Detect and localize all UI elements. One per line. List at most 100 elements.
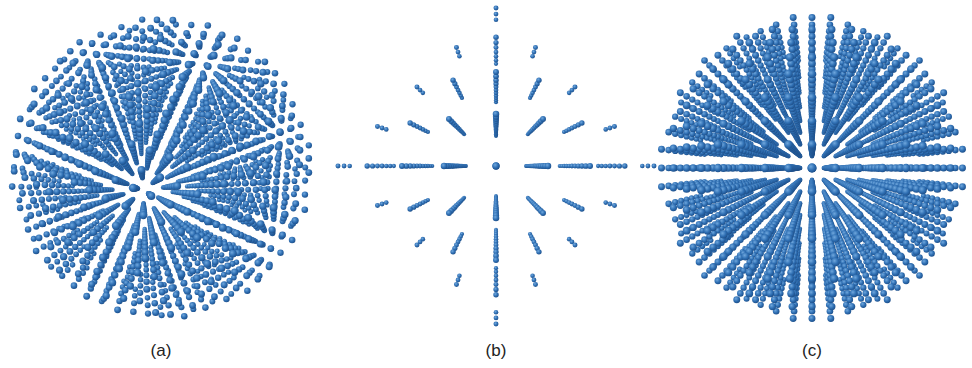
atom bbox=[264, 198, 270, 204]
atom bbox=[9, 183, 16, 190]
atom bbox=[102, 74, 109, 81]
atom bbox=[263, 172, 270, 179]
atom bbox=[72, 244, 78, 250]
atom bbox=[132, 293, 138, 299]
atom bbox=[243, 113, 250, 120]
atom bbox=[272, 70, 279, 77]
atom bbox=[89, 40, 96, 47]
atom bbox=[132, 44, 139, 51]
atom bbox=[111, 272, 118, 279]
atom bbox=[228, 291, 234, 297]
atom bbox=[134, 262, 141, 269]
atom bbox=[293, 185, 300, 192]
atom bbox=[25, 137, 32, 144]
atom bbox=[67, 106, 73, 112]
atom bbox=[231, 269, 238, 276]
atom bbox=[166, 59, 173, 66]
atom bbox=[88, 72, 95, 79]
atom bbox=[158, 304, 164, 310]
atom bbox=[198, 290, 205, 297]
atom bbox=[117, 258, 124, 265]
atom bbox=[68, 156, 75, 163]
atom bbox=[259, 69, 266, 76]
atom bbox=[33, 181, 40, 188]
atom bbox=[217, 204, 224, 211]
atom bbox=[268, 226, 275, 233]
atom bbox=[56, 151, 63, 158]
atom bbox=[190, 50, 197, 57]
atom bbox=[175, 300, 182, 307]
atom bbox=[223, 109, 230, 116]
atom bbox=[271, 186, 279, 194]
atom bbox=[181, 280, 188, 287]
atom bbox=[181, 313, 188, 320]
atom bbox=[279, 232, 286, 239]
atom bbox=[292, 200, 299, 207]
atom bbox=[262, 162, 269, 169]
atom bbox=[102, 110, 110, 118]
atom bbox=[229, 181, 235, 187]
atom bbox=[51, 229, 58, 236]
atom bbox=[257, 220, 265, 228]
atom bbox=[27, 212, 34, 219]
atom bbox=[28, 120, 35, 127]
atom bbox=[215, 110, 221, 116]
atom bbox=[38, 176, 44, 182]
atom bbox=[127, 28, 133, 34]
atom bbox=[242, 121, 248, 127]
atom bbox=[11, 168, 18, 175]
atom bbox=[119, 86, 126, 93]
atom bbox=[245, 235, 252, 242]
atom bbox=[93, 51, 100, 58]
atom bbox=[244, 142, 251, 149]
atom bbox=[137, 114, 142, 119]
atom bbox=[31, 175, 38, 182]
atom bbox=[77, 120, 85, 128]
atom bbox=[242, 180, 249, 187]
atom bbox=[151, 292, 157, 298]
atom bbox=[244, 287, 250, 293]
atom bbox=[36, 142, 43, 149]
atom bbox=[202, 249, 208, 255]
atom bbox=[111, 97, 118, 104]
atom bbox=[60, 85, 66, 91]
atom bbox=[97, 94, 104, 101]
atom bbox=[221, 150, 228, 157]
atom bbox=[61, 183, 66, 188]
atom bbox=[223, 129, 229, 135]
atom bbox=[139, 28, 145, 34]
atom bbox=[47, 243, 54, 250]
atom bbox=[202, 279, 208, 285]
atom bbox=[87, 106, 94, 113]
atom bbox=[150, 280, 155, 285]
atom bbox=[214, 253, 220, 259]
atom bbox=[239, 195, 246, 202]
atom bbox=[183, 30, 190, 37]
atom bbox=[280, 91, 287, 98]
atom bbox=[273, 170, 280, 177]
atom bbox=[160, 297, 167, 304]
atom bbox=[159, 312, 165, 318]
atom bbox=[66, 248, 73, 255]
atom bbox=[212, 166, 219, 173]
atom bbox=[49, 83, 55, 89]
atom bbox=[102, 292, 109, 299]
atom bbox=[276, 128, 283, 135]
atom bbox=[60, 188, 67, 195]
atom bbox=[97, 262, 104, 269]
atom bbox=[135, 73, 141, 79]
atom bbox=[92, 80, 98, 86]
atom bbox=[266, 133, 273, 140]
atom bbox=[205, 22, 212, 29]
atom bbox=[224, 65, 231, 72]
atom bbox=[136, 103, 142, 109]
atom bbox=[118, 24, 124, 30]
atom bbox=[241, 156, 248, 163]
atom bbox=[43, 231, 49, 237]
atom bbox=[72, 111, 78, 117]
atom bbox=[92, 113, 99, 120]
atom bbox=[264, 147, 271, 154]
atom bbox=[234, 36, 241, 43]
atom bbox=[221, 281, 228, 288]
atom bbox=[56, 267, 63, 274]
